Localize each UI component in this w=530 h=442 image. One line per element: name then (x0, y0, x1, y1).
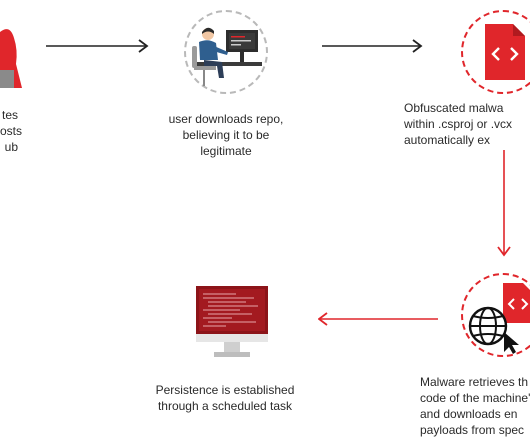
caption-retrieves: Malware retrieves th code of the machine… (420, 375, 530, 437)
caption-persistence: Persistence is established through a sch… (155, 383, 295, 413)
flow-arrow-1 (46, 38, 152, 54)
caption-user-downloads: user downloads repo, believing it to be … (168, 112, 284, 158)
caption-obfuscated: Obfuscated malwa within .csproj or .vcx … (404, 101, 513, 147)
flow-arrow-3 (494, 150, 514, 260)
code-file-icon (485, 24, 525, 80)
monitor-icon (196, 286, 268, 360)
user-at-computer-icon (186, 16, 266, 92)
attacker-icon (0, 24, 22, 94)
code-file-icon-small (503, 283, 530, 323)
flow-arrow-4 (318, 311, 440, 327)
globe-cursor-icon (466, 302, 528, 354)
caption-attacker: tes osts ub (0, 108, 23, 154)
flow-arrow-2 (322, 38, 426, 54)
